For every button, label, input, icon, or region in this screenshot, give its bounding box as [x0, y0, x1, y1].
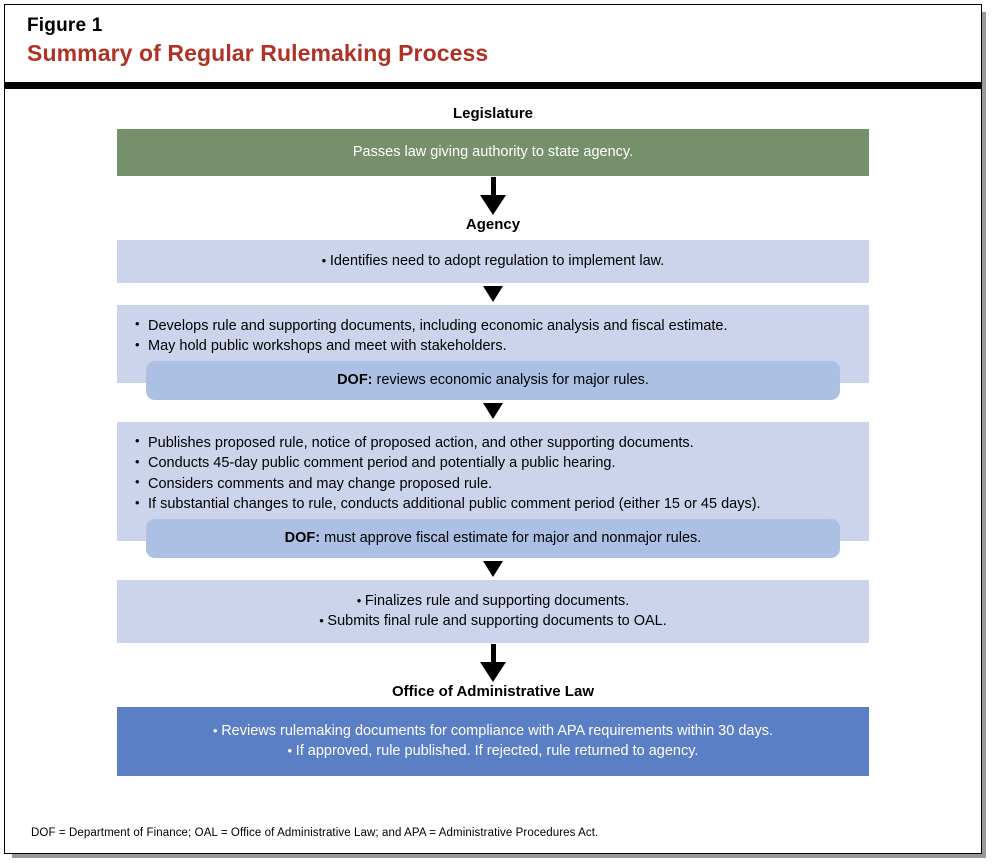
stage-label-legislature: Legislature — [452, 105, 534, 123]
arrow-develop-to-publish — [5, 400, 981, 422]
dof-label: DOF: — [337, 371, 373, 388]
list-item: If approved, rule published. If rejected… — [135, 741, 851, 762]
dof-pill-review-economic-analysis: DOF: reviews economic analysis for major… — [146, 360, 840, 400]
arrow-big-shape — [480, 177, 506, 216]
figure-header: Figure 1 Summary of Regular Rulemaking P… — [5, 5, 981, 73]
dof-text: must approve fiscal estimate for major a… — [320, 529, 702, 546]
arrow-legislature-to-agency — [5, 176, 981, 216]
stage-band-agency-identify: Identifies need to adopt regulation to i… — [117, 240, 869, 283]
stage-list-agency-identify: Identifies need to adopt regulation to i… — [135, 251, 851, 272]
arrow-head-icon — [483, 285, 503, 302]
arrow-identify-to-develop — [5, 283, 981, 305]
arrow-head-icon — [483, 402, 503, 419]
list-item: Reviews rulemaking documents for complia… — [135, 721, 851, 742]
dof-pill-approve-fiscal-estimate: DOF: must approve fiscal estimate for ma… — [146, 518, 840, 558]
dof-text: reviews economic analysis for major rule… — [372, 371, 649, 388]
stage-text-legislature: Passes law giving authority to state age… — [352, 144, 634, 161]
stage-list-agency-develop: Develops rule and supporting documents, … — [135, 315, 851, 357]
arrow-stem — [490, 177, 496, 196]
stage-label-oal: Office of Administrative Law — [392, 682, 594, 700]
list-item: Considers comments and may change propos… — [135, 473, 851, 495]
arrow-head-icon — [480, 195, 506, 216]
arrow-stem — [490, 643, 496, 662]
list-item: Develops rule and supporting documents, … — [135, 315, 851, 337]
stage-list-agency-finalize: Finalizes rule and supporting documents.… — [135, 591, 851, 632]
figure-frame: Figure 1 Summary of Regular Rulemaking P… — [4, 4, 982, 854]
stage-band-agency-finalize: Finalizes rule and supporting documents.… — [117, 579, 869, 643]
stage-band-oal: Reviews rulemaking documents for complia… — [117, 706, 869, 777]
stage-list-agency-publish: Publishes proposed rule, notice of propo… — [135, 432, 851, 515]
figure-number: Figure 1 — [27, 15, 103, 36]
list-item: Conducts 45-day public comment period an… — [135, 453, 851, 474]
header-divider — [5, 82, 981, 90]
arrow-agency-to-oal — [5, 643, 981, 683]
flowchart: Legislature Passes law giving authority … — [5, 89, 981, 777]
arrow-publish-to-finalize — [5, 558, 981, 580]
stage-band-legislature: Passes law giving authority to state age… — [117, 129, 869, 177]
arrow-head-icon — [480, 661, 506, 682]
figure-title: Summary of Regular Rulemaking Process — [27, 39, 489, 66]
list-item: May hold public workshops and meet with … — [135, 336, 851, 357]
list-item: If substantial changes to rule, conducts… — [135, 494, 851, 515]
list-item: Finalizes rule and supporting documents. — [135, 591, 851, 612]
list-item: Identifies need to adopt regulation to i… — [135, 251, 851, 272]
figure-footnote: DOF = Department of Finance; OAL = Offic… — [31, 827, 599, 839]
dof-label: DOF: — [284, 529, 321, 546]
stage-list-oal: Reviews rulemaking documents for complia… — [135, 721, 851, 762]
stage-label-agency: Agency — [465, 216, 521, 234]
list-item: Publishes proposed rule, notice of propo… — [135, 432, 851, 454]
arrow-big-shape — [480, 643, 506, 682]
list-item: Submits final rule and supporting docume… — [135, 611, 851, 632]
arrow-head-icon — [483, 560, 503, 577]
